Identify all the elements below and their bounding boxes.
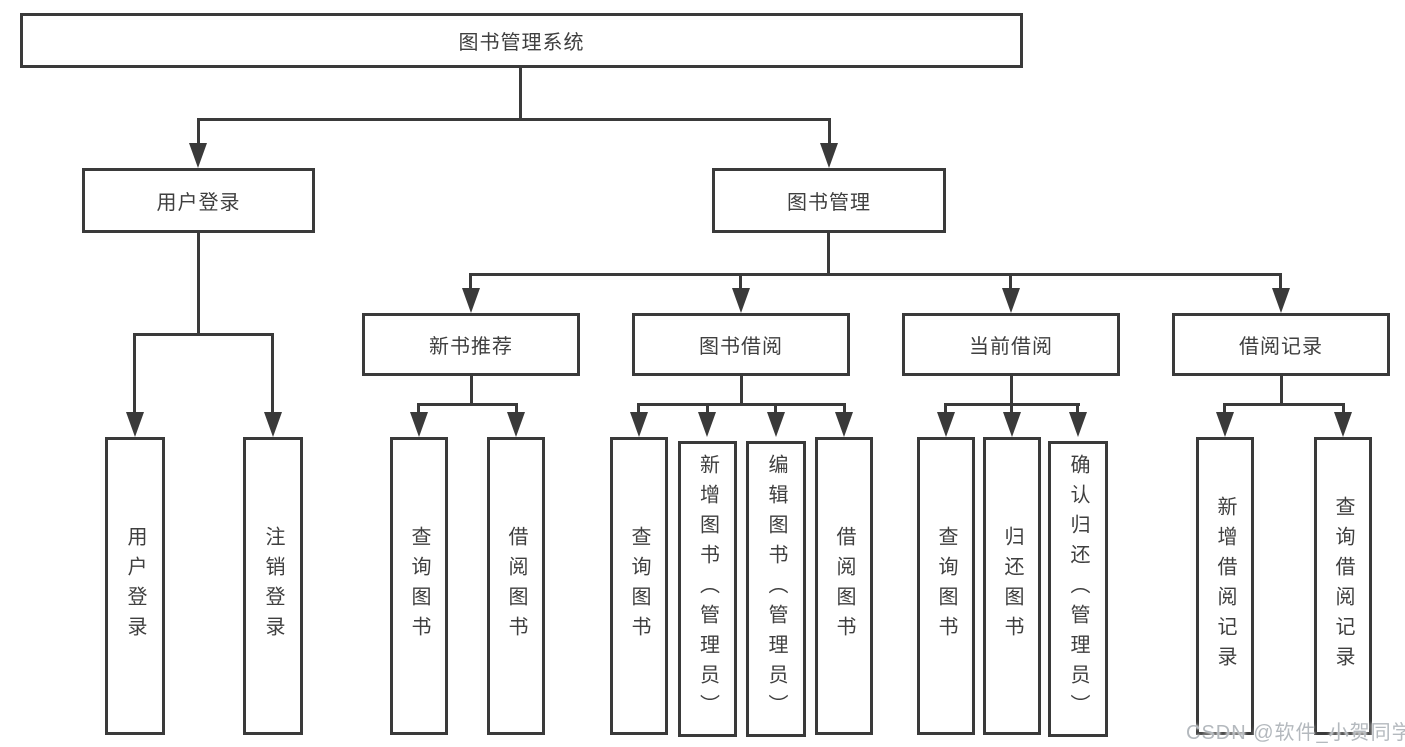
connector-line: [417, 403, 420, 415]
connector-line: [1280, 376, 1283, 406]
connector-arrowhead-icon: [1216, 412, 1234, 437]
connector-arrowhead-icon: [820, 143, 838, 168]
connector-line: [827, 233, 830, 276]
connector-line: [828, 118, 831, 146]
connector-arrowhead-icon: [126, 412, 144, 437]
connector-arrowhead-icon: [462, 288, 480, 313]
connector-line: [637, 403, 846, 406]
connector-arrowhead-icon: [767, 412, 785, 437]
leaf-confirm-return-admin: 确认归还（管理员）: [1048, 441, 1108, 737]
leaf-query-books-current: 查询图书: [917, 437, 975, 735]
leaf-return-books: 归还图书: [983, 437, 1041, 735]
leaf-logout: 注销登录: [243, 437, 303, 735]
leaf-query-borrow-record: 查询借阅记录: [1314, 437, 1372, 735]
connector-line: [1279, 273, 1282, 291]
connector-line: [637, 403, 640, 415]
leaf-query-books-recommend: 查询图书: [390, 437, 448, 735]
connector-line: [469, 273, 472, 291]
connector-line: [417, 403, 518, 406]
connector-arrowhead-icon: [507, 412, 525, 437]
csdn-watermark: CSDN @软件_小贺同学: [1186, 722, 1405, 744]
connector-line: [469, 273, 1282, 276]
connector-line: [133, 333, 274, 336]
node-root-library-system: 图书管理系统: [20, 13, 1023, 68]
connector-line: [1010, 403, 1013, 415]
node-user-login: 用户登录: [82, 168, 315, 233]
connector-arrowhead-icon: [732, 288, 750, 313]
node-current-borrow: 当前借阅: [902, 313, 1120, 376]
connector-line: [1009, 273, 1012, 291]
node-book-borrow: 图书借阅: [632, 313, 850, 376]
connector-line: [740, 376, 743, 406]
connector-line: [197, 118, 831, 121]
leaf-borrow-books-recommend: 借阅图书: [487, 437, 545, 735]
connector-arrowhead-icon: [1002, 288, 1020, 313]
connector-arrowhead-icon: [698, 412, 716, 437]
leaf-edit-books-admin: 编辑图书（管理员）: [746, 441, 806, 737]
connector-arrowhead-icon: [835, 412, 853, 437]
leaf-query-books-borrow: 查询图书: [610, 437, 668, 735]
connector-line: [519, 68, 522, 120]
connector-line: [774, 403, 777, 415]
leaf-add-borrow-record: 新增借阅记录: [1196, 437, 1254, 735]
connector-arrowhead-icon: [1272, 288, 1290, 313]
leaf-user-login: 用户登录: [105, 437, 165, 735]
connector-line: [1010, 376, 1013, 406]
connector-arrowhead-icon: [1069, 412, 1087, 437]
leaf-add-books-admin: 新增图书（管理员）: [678, 441, 737, 737]
connector-arrowhead-icon: [1334, 412, 1352, 437]
connector-line: [1223, 403, 1345, 406]
connector-line: [1223, 403, 1226, 415]
connector-line: [944, 403, 947, 415]
connector-line: [515, 403, 518, 415]
connector-line: [197, 233, 200, 336]
node-book-management: 图书管理: [712, 168, 946, 233]
connector-arrowhead-icon: [189, 143, 207, 168]
connector-arrowhead-icon: [937, 412, 955, 437]
connector-line: [470, 376, 473, 406]
connector-line: [197, 118, 200, 146]
node-new-book-recommend: 新书推荐: [362, 313, 580, 376]
connector-arrowhead-icon: [630, 412, 648, 437]
connector-arrowhead-icon: [264, 412, 282, 437]
connector-line: [739, 273, 742, 291]
connector-line: [1076, 403, 1079, 415]
connector-line: [1342, 403, 1345, 415]
connector-arrowhead-icon: [410, 412, 428, 437]
connector-line: [271, 333, 274, 414]
node-borrow-records: 借阅记录: [1172, 313, 1390, 376]
connector-line: [706, 403, 709, 415]
connector-line: [133, 333, 136, 414]
connector-arrowhead-icon: [1003, 412, 1021, 437]
connector-line: [843, 403, 846, 415]
leaf-borrow-books: 借阅图书: [815, 437, 873, 735]
